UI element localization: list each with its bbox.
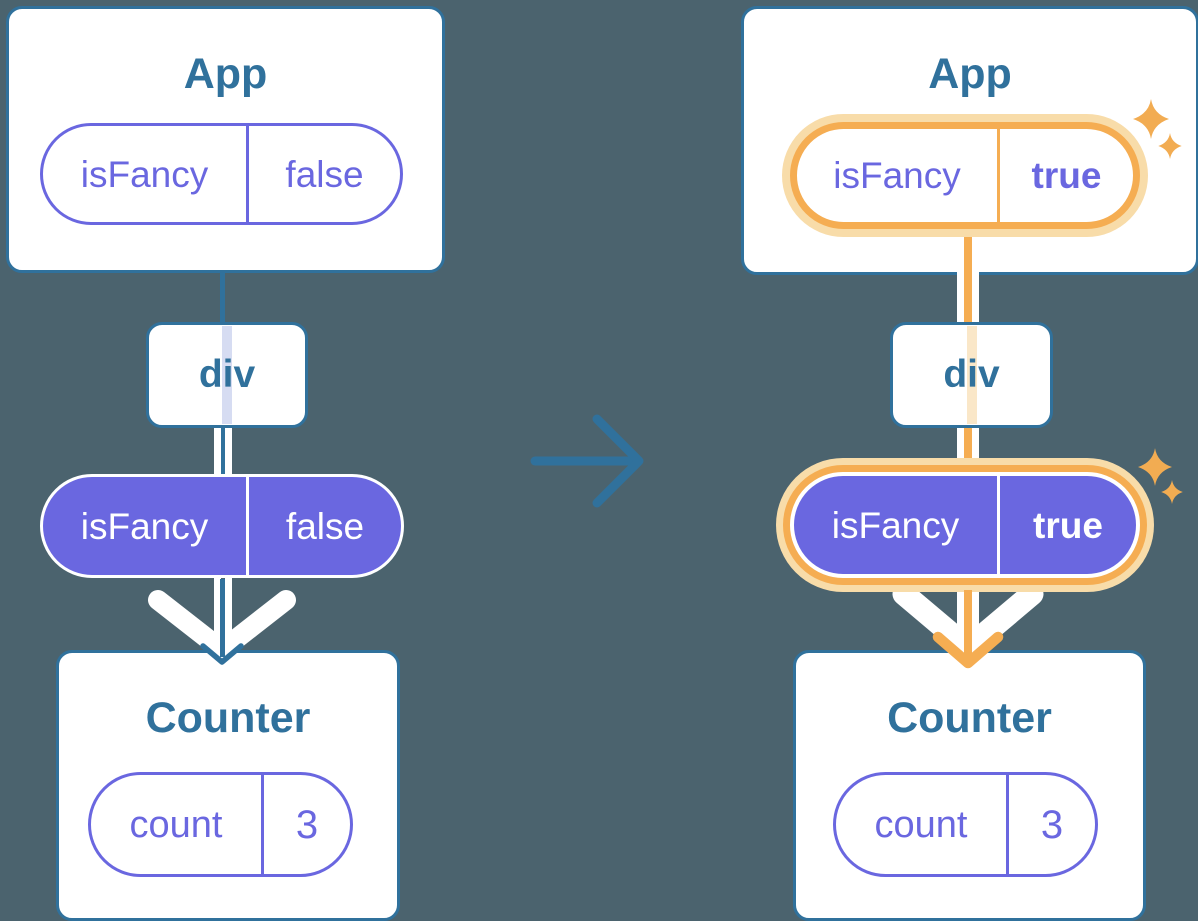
before-div-stripe xyxy=(222,326,232,424)
after-div-to-prop-line xyxy=(957,422,979,476)
prop-name: isFancy xyxy=(831,504,960,546)
before-div-label: div xyxy=(198,353,256,396)
state-name: isFancy xyxy=(833,155,961,196)
sparkle-icon xyxy=(1133,99,1169,139)
state-name: count xyxy=(874,803,968,846)
after-counter-state-pill: count 3 xyxy=(833,772,1098,877)
after-counter-title: Counter xyxy=(887,694,1052,742)
before-div-box: div xyxy=(146,322,308,428)
prop-name: isFancy xyxy=(80,505,209,547)
state-name: count xyxy=(129,803,223,846)
sparkle-icon xyxy=(1161,480,1183,504)
before-app-state-pill: isFancy false xyxy=(40,123,403,225)
after-prop-to-counter-line xyxy=(957,586,979,650)
prop-value: false xyxy=(246,477,401,575)
arrow-right-icon xyxy=(530,414,644,508)
state-value: 3 xyxy=(1006,775,1095,874)
before-arrow-tail xyxy=(220,579,225,657)
state-value: true xyxy=(997,129,1133,222)
before-counter-title: Counter xyxy=(145,694,311,742)
before-div-to-prop-line xyxy=(214,421,232,477)
before-app-to-div-line xyxy=(220,265,225,323)
after-app-title: App xyxy=(928,50,1012,98)
after-app-to-div-line xyxy=(957,268,979,322)
after-arrow-tail xyxy=(964,590,972,656)
after-app-state-pill: isFancy true xyxy=(790,122,1140,229)
state-name: isFancy xyxy=(80,153,209,195)
sparkle-icon xyxy=(1158,133,1182,159)
state-value: 3 xyxy=(261,775,350,874)
before-counter-state-pill: count 3 xyxy=(88,772,353,877)
prop-value: true xyxy=(997,476,1136,574)
before-prop-pill: isFancy false xyxy=(40,474,404,578)
after-div-box: div xyxy=(890,322,1053,428)
before-arrow-down-icon xyxy=(200,643,244,665)
before-prop-to-counter-line xyxy=(214,577,232,650)
after-div-stripe xyxy=(966,326,977,424)
state-value: false xyxy=(246,126,400,222)
after-app-inner-line xyxy=(964,228,972,270)
after-prop-pill: isFancy true xyxy=(790,472,1140,578)
sparkle-icon xyxy=(1138,448,1172,486)
before-app-title: App xyxy=(183,50,268,98)
after-div-label: div xyxy=(943,353,1000,396)
after-arrow-down-icon xyxy=(932,631,1004,669)
